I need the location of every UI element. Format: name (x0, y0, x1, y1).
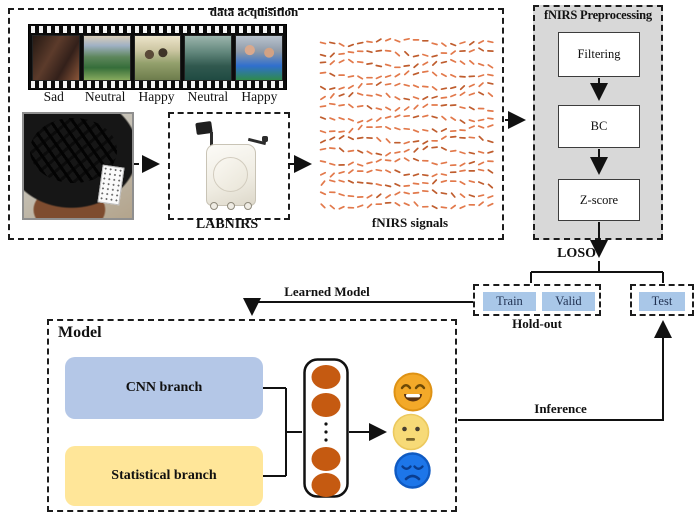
film-sprockets-top (31, 26, 284, 33)
frame-label-neutral-1: Neutral (84, 89, 126, 104)
neuron (311, 393, 341, 417)
sad-emoji-icon (394, 452, 431, 489)
film-frame-labels: Sad Neutral Happy Neutral Happy (28, 89, 285, 105)
train-box: Train (483, 292, 536, 311)
film-frames (29, 34, 286, 81)
frame-label-happy-1: Happy (138, 89, 175, 104)
neuron (311, 365, 341, 389)
labnirs-front-panel (213, 157, 248, 192)
labnirs-wheel (244, 202, 252, 210)
preprocessing-title: fNIRS Preprocessing (544, 8, 652, 22)
statistical-branch: Statistical branch (65, 446, 263, 506)
learned-model-label: Learned Model (284, 284, 370, 299)
frame-label-sad: Sad (43, 89, 64, 104)
step-filtering: Filtering (558, 32, 640, 77)
labnirs-label: LABNIRS (195, 217, 259, 232)
holdout-group-box: Train Valid (473, 284, 601, 316)
film-frame-happy-1 (133, 35, 182, 81)
neutral-emoji-icon (392, 413, 430, 451)
model-title: Model (58, 324, 102, 341)
neuron (311, 473, 341, 497)
labnirs-machine-body (206, 144, 256, 206)
data-acquisition-box (8, 8, 504, 240)
frame-label-neutral-2: Neutral (187, 89, 229, 104)
neuron-layer-box (303, 358, 349, 498)
film-frame-sad (32, 35, 80, 81)
step-zscore: Z-score (558, 179, 640, 221)
film-frame-neutral-2 (184, 35, 233, 81)
subject-photo (22, 112, 134, 220)
labnirs-device-box (168, 112, 290, 220)
cnn-branch: CNN branch (65, 357, 263, 419)
labnirs-side-arm-joint (262, 136, 268, 142)
holdout-label: Hold-out (512, 316, 562, 331)
data-acquisition-title: data acquisition (209, 4, 299, 19)
film-frame-happy-2 (235, 35, 283, 81)
labnirs-monitor-arm (210, 132, 213, 146)
test-box: Test (639, 292, 685, 311)
test-group-box: Test (630, 284, 694, 316)
inference-label: Inference (534, 401, 587, 416)
loso-label: LOSO (557, 246, 596, 261)
happy-emoji-icon (393, 372, 433, 412)
loso-split-bracket (530, 261, 664, 283)
ellipsis-dot (324, 422, 328, 426)
frame-label-happy-2: Happy (241, 89, 278, 104)
neuron (311, 447, 341, 471)
ellipsis-dot (324, 430, 328, 434)
model-box (47, 319, 457, 512)
step-bc: BC (558, 105, 640, 148)
labnirs-wheel (227, 202, 235, 210)
fnirs-signals-label: fNIRS signals (371, 215, 449, 230)
arrow-learned-model (243, 298, 473, 316)
valid-box: Valid (542, 292, 595, 311)
labnirs-wheel (210, 202, 218, 210)
sensor-patch (97, 164, 125, 206)
film-strip (28, 24, 287, 90)
film-sprockets-bottom (31, 81, 284, 88)
ellipsis-dot (324, 438, 328, 442)
film-frame-neutral-1 (82, 35, 131, 81)
